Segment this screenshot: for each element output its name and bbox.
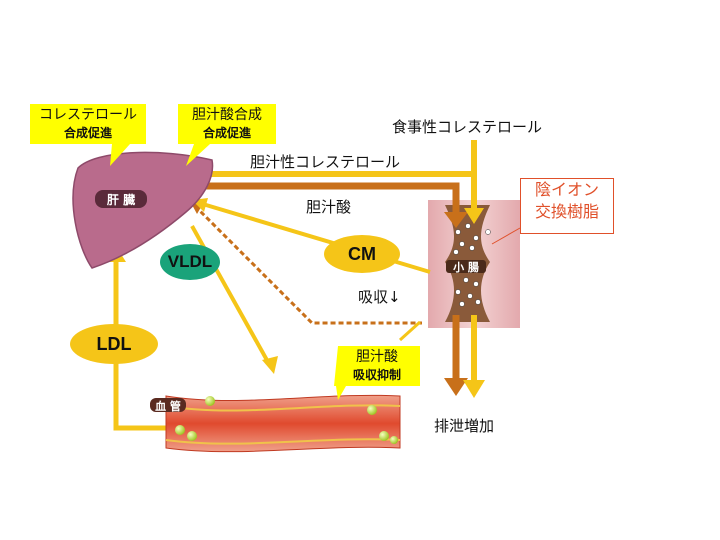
callout-bile-line1: 胆汁酸合成	[192, 107, 262, 123]
resin-pointer	[491, 227, 521, 245]
callout-absorb-line2: 吸収抑制	[352, 368, 401, 382]
ldl-label: LDL	[96, 334, 132, 354]
resin-line1: 陰イオン	[534, 180, 599, 199]
anion-exchange-resin-box: 陰イオン 交換樹脂	[520, 178, 614, 234]
callout-shapes	[30, 104, 420, 400]
biliary-cholesterol-label: 胆汁性コレステロール	[250, 153, 401, 171]
resin-line2: 交換樹脂	[534, 202, 599, 221]
callout-bile-line2: 合成促進	[202, 126, 251, 140]
dietary-cholesterol-label: 食事性コレステロール	[392, 118, 543, 136]
callout-cholesterol-synthesis: コレステロール 合成促進	[30, 106, 146, 142]
callout-bile-acid-synthesis: 胆汁酸合成 合成促進	[178, 106, 276, 142]
ldl-particle	[70, 324, 158, 364]
callout-cholesterol-line1: コレステロール	[39, 107, 137, 123]
vldl-particle	[160, 244, 220, 280]
absorption-label: 吸収↓	[358, 288, 401, 306]
blood-vessel-label: 血 管	[155, 400, 181, 413]
callout-bile-acid-absorption: 胆汁酸 吸収抑制	[334, 348, 420, 384]
callout-cholesterol-line2: 合成促進	[63, 126, 112, 140]
bile-acid-flow	[190, 182, 468, 396]
liver	[72, 151, 214, 269]
cm-particle	[324, 235, 400, 273]
bile-acid-label: 胆汁酸	[306, 198, 352, 216]
vldl-label: VLDL	[167, 252, 213, 271]
cm-label: CM	[348, 244, 376, 264]
liver-label: 肝 臓	[106, 193, 136, 207]
blood-vessel	[150, 394, 401, 453]
small-intestine-label: 小 腸	[453, 261, 479, 274]
callout-absorb-line1: 胆汁酸	[356, 349, 398, 365]
excretion-label: 排泄増加	[434, 417, 495, 435]
